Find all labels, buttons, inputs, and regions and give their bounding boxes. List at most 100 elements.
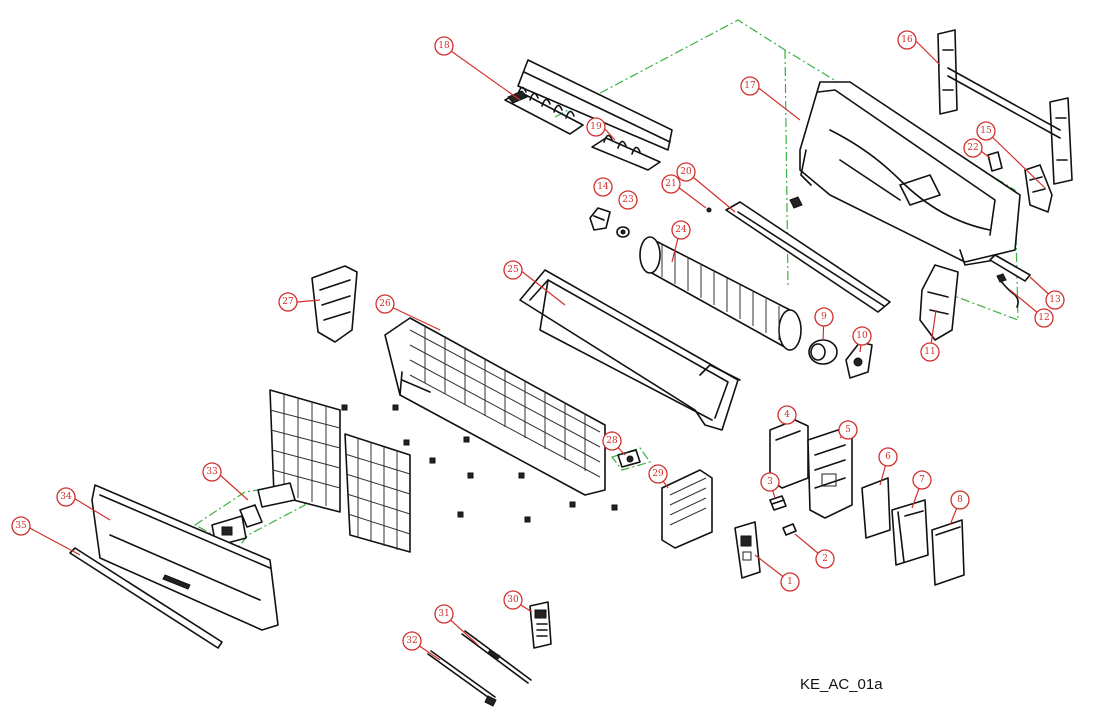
display-board bbox=[734, 521, 761, 579]
callout-30: 30 bbox=[503, 590, 523, 610]
callout-35: 35 bbox=[11, 516, 31, 536]
pcb-main bbox=[861, 477, 891, 539]
svg-text:19: 19 bbox=[590, 122, 602, 132]
callout-29: 29 bbox=[648, 464, 668, 484]
svg-text:10: 10 bbox=[856, 331, 868, 341]
callout-31: 31 bbox=[434, 604, 454, 624]
display-bracket bbox=[617, 449, 641, 468]
callout-19: 19 bbox=[586, 117, 606, 137]
front-frame bbox=[384, 317, 606, 496]
svg-text:6: 6 bbox=[885, 452, 891, 462]
clip-fasteners bbox=[341, 404, 618, 523]
callout-20: 20 bbox=[676, 162, 696, 182]
remote-control bbox=[529, 601, 552, 649]
svg-text:33: 33 bbox=[206, 467, 218, 477]
louver-rail bbox=[504, 59, 673, 171]
mounting-plate bbox=[937, 29, 1073, 185]
motor-clamp bbox=[845, 341, 873, 379]
svg-text:18: 18 bbox=[438, 41, 450, 51]
svg-text:31: 31 bbox=[438, 609, 449, 619]
decorative-strip bbox=[69, 547, 223, 649]
svg-text:20: 20 bbox=[680, 167, 692, 177]
pcb-cover bbox=[931, 519, 965, 586]
side-cover bbox=[1024, 164, 1053, 213]
callout-22: 22 bbox=[963, 138, 983, 158]
power-cable bbox=[427, 650, 497, 707]
callout-16: 16 bbox=[897, 30, 917, 50]
callout-7: 7 bbox=[912, 470, 932, 490]
callout-28: 28 bbox=[602, 431, 622, 451]
svg-text:35: 35 bbox=[15, 521, 27, 531]
chassis bbox=[789, 81, 1021, 266]
callout-9: 9 bbox=[814, 307, 834, 327]
callout-34: 34 bbox=[56, 487, 76, 507]
connecting-cable bbox=[461, 630, 532, 684]
svg-text:17: 17 bbox=[744, 81, 756, 91]
svg-text:5: 5 bbox=[845, 425, 851, 435]
svg-text:23: 23 bbox=[622, 195, 634, 205]
callout-24: 24 bbox=[671, 220, 691, 240]
svg-text:11: 11 bbox=[924, 347, 935, 357]
callout-5: 5 bbox=[838, 420, 858, 440]
relay bbox=[769, 495, 787, 511]
svg-text:9: 9 bbox=[821, 312, 827, 322]
callout-32: 32 bbox=[402, 631, 422, 651]
diagram-reference-code: KE_AC_01a bbox=[800, 676, 883, 693]
callout-25: 25 bbox=[503, 260, 523, 280]
callout-11: 11 bbox=[920, 342, 940, 362]
svg-text:29: 29 bbox=[652, 469, 664, 479]
side-box bbox=[311, 265, 358, 343]
electric-box bbox=[807, 429, 853, 519]
callout-18: 18 bbox=[434, 36, 454, 56]
callout-8: 8 bbox=[950, 490, 970, 510]
svg-text:14: 14 bbox=[597, 182, 609, 192]
callout-1: 1 bbox=[780, 572, 800, 592]
svg-text:25: 25 bbox=[507, 265, 519, 275]
callout-2: 2 bbox=[815, 549, 835, 569]
motor-bracket bbox=[919, 264, 959, 341]
callout-6: 6 bbox=[878, 447, 898, 467]
callout-23: 23 bbox=[618, 190, 638, 210]
callout-4: 4 bbox=[777, 405, 797, 425]
air-filter bbox=[269, 389, 411, 553]
svg-text:1: 1 bbox=[787, 577, 793, 587]
callout-12: 12 bbox=[1034, 308, 1054, 328]
callout-3: 3 bbox=[760, 472, 780, 492]
drain-hose bbox=[989, 254, 1031, 282]
pcb-holder bbox=[891, 499, 929, 566]
panel-frame bbox=[519, 269, 741, 431]
callout-14: 14 bbox=[593, 177, 613, 197]
svg-text:4: 4 bbox=[784, 410, 790, 420]
callout-17: 17 bbox=[740, 76, 760, 96]
svg-text:15: 15 bbox=[980, 126, 992, 136]
cross-flow-fan bbox=[639, 236, 802, 351]
svg-text:12: 12 bbox=[1038, 313, 1049, 323]
front-panel bbox=[91, 484, 279, 631]
callout-27: 27 bbox=[278, 292, 298, 312]
svg-text:34: 34 bbox=[60, 492, 72, 502]
capacitor bbox=[782, 523, 797, 536]
svg-text:24: 24 bbox=[675, 225, 687, 235]
small-bracket bbox=[987, 151, 1003, 172]
svg-text:28: 28 bbox=[606, 436, 618, 446]
bearing-holder bbox=[589, 207, 611, 231]
callout-15: 15 bbox=[976, 121, 996, 141]
svg-text:3: 3 bbox=[767, 477, 773, 487]
bearing bbox=[616, 226, 630, 238]
drain-tray bbox=[706, 201, 891, 313]
callout-21: 21 bbox=[661, 174, 681, 194]
display-assembly bbox=[211, 482, 296, 547]
callout-10: 10 bbox=[852, 326, 872, 346]
svg-text:16: 16 bbox=[901, 35, 913, 45]
temperature-sensor bbox=[996, 273, 1019, 308]
svg-text:13: 13 bbox=[1049, 295, 1061, 305]
svg-text:30: 30 bbox=[507, 595, 519, 605]
svg-text:32: 32 bbox=[406, 636, 417, 646]
svg-text:2: 2 bbox=[822, 554, 828, 564]
callout-13: 13 bbox=[1045, 290, 1065, 310]
callout-33: 33 bbox=[202, 462, 222, 482]
svg-text:8: 8 bbox=[957, 495, 963, 505]
svg-text:22: 22 bbox=[967, 143, 978, 153]
svg-text:7: 7 bbox=[919, 475, 925, 485]
